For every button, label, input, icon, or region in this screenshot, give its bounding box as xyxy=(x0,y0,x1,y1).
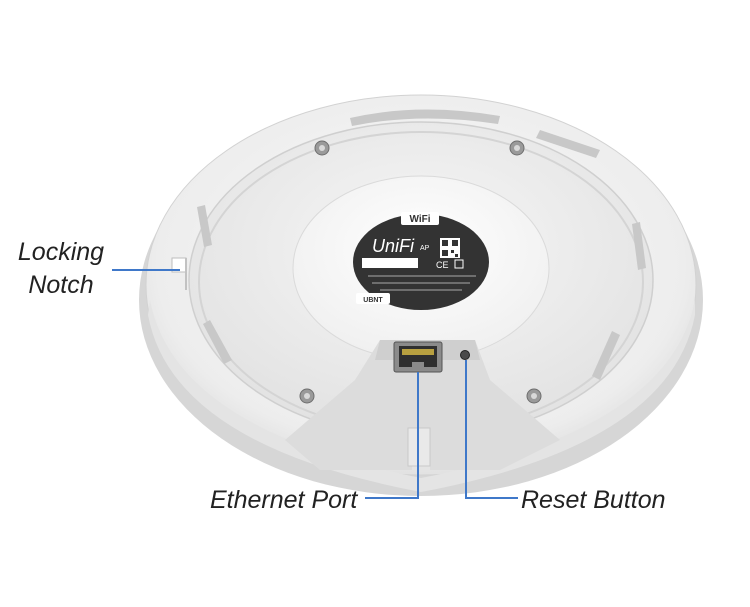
screw-icon xyxy=(509,140,525,156)
mounting-slot-right xyxy=(632,222,646,270)
callout-locking-notch-line1: Locking xyxy=(17,238,105,266)
callout-ethernet-port: Ethernet Port xyxy=(210,486,358,514)
mounting-slot-left xyxy=(197,205,212,247)
qr-code-icon xyxy=(440,238,460,258)
brand-logo: UniFi xyxy=(372,236,415,256)
locking-notch xyxy=(171,257,187,290)
ethernet-port xyxy=(393,341,443,373)
mounting-slot-top-right xyxy=(536,130,600,158)
wifi-badge: WiFi xyxy=(409,214,430,225)
screws xyxy=(299,140,542,404)
screw-icon xyxy=(526,388,542,404)
screw-icon xyxy=(299,388,315,404)
cert-marks: CE xyxy=(436,260,449,270)
callout-locking-notch-line2: Notch xyxy=(28,270,94,299)
leader-line-reset-button xyxy=(465,360,518,499)
callout-locking-notch: Locking Notch xyxy=(16,236,106,301)
product-label: WiFi UniFi AP CE UBNT xyxy=(353,212,489,310)
mounting-slot-bottom-right xyxy=(592,331,620,380)
reset-button xyxy=(460,350,470,360)
mounting-slot-bottom-left xyxy=(203,320,232,364)
mounting-slots xyxy=(197,109,646,380)
model-name: AP xyxy=(420,245,430,252)
callout-reset-button: Reset Button xyxy=(521,486,666,514)
serial-strip xyxy=(362,258,418,268)
leader-lines xyxy=(112,269,518,499)
screw-icon xyxy=(314,140,330,156)
leader-line-ethernet-port xyxy=(365,372,419,499)
ubnt-logo: UBNT xyxy=(363,297,383,304)
mounting-slot-top xyxy=(350,109,500,126)
